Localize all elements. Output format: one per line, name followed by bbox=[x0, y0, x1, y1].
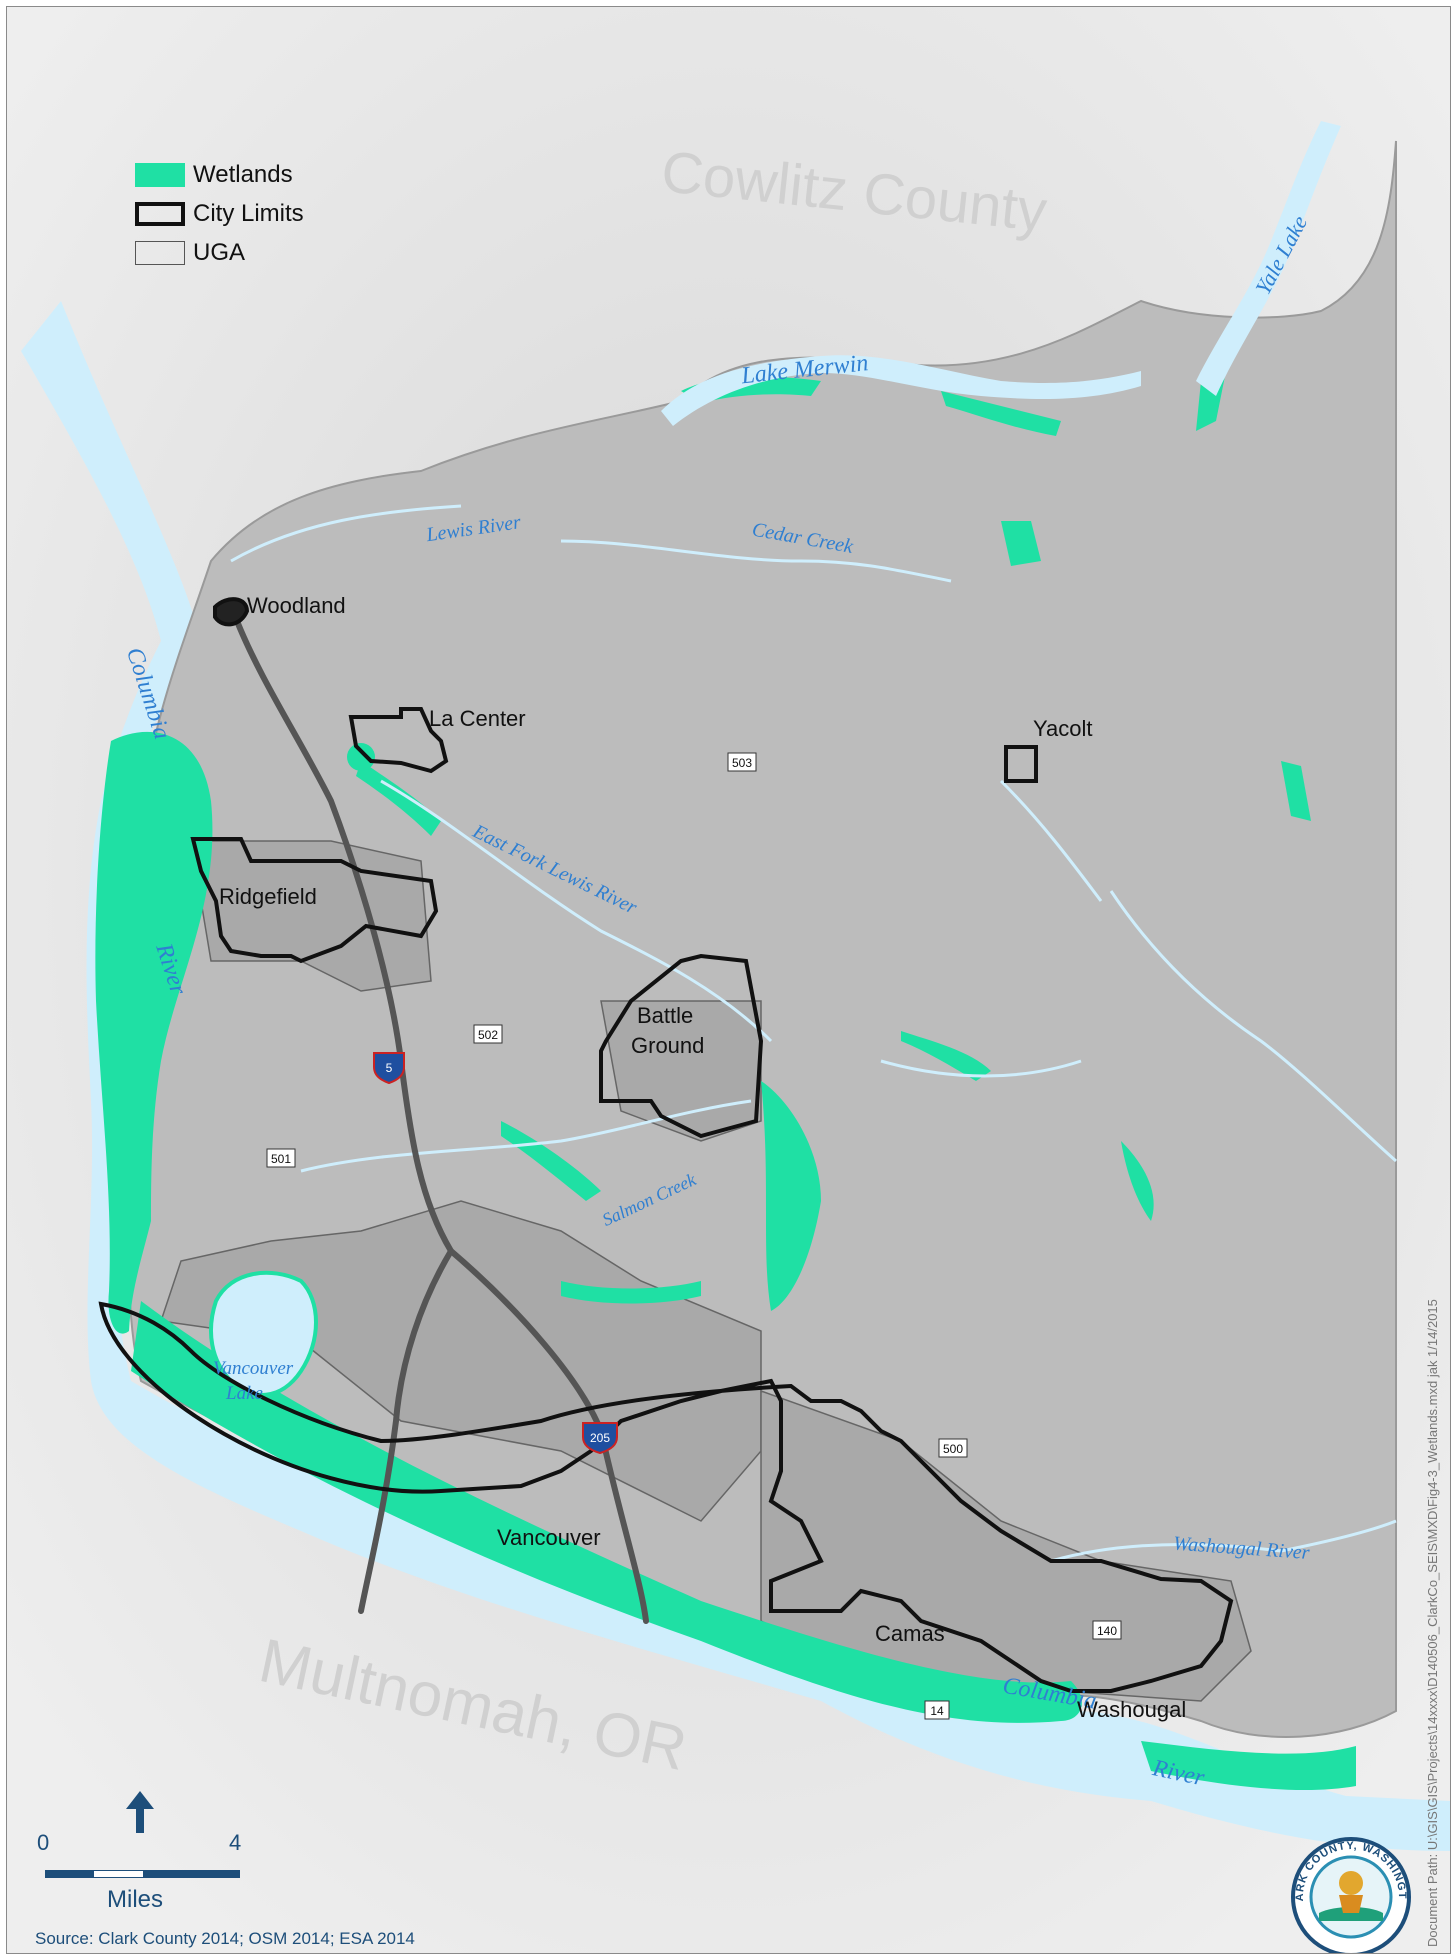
city-label-battle: Battle bbox=[637, 1003, 693, 1028]
legend-item-city-limits: City Limits bbox=[135, 194, 304, 233]
city-limits bbox=[98, 597, 1234, 1693]
scale-segment bbox=[190, 1871, 239, 1877]
city-label-ground: Ground bbox=[631, 1033, 704, 1058]
wetlands bbox=[95, 371, 1356, 1791]
scale-bar: 0 4 Miles bbox=[31, 1752, 251, 1913]
legend-item-uga: UGA bbox=[135, 233, 304, 272]
label-vancouver-lake-2: Lake bbox=[225, 1383, 263, 1404]
lake-merwin bbox=[661, 355, 1141, 426]
route-shield-500: 500 bbox=[938, 1438, 968, 1458]
route-shield-501: 501 bbox=[266, 1148, 296, 1168]
yale-lake bbox=[1196, 121, 1341, 396]
legend-label: Wetlands bbox=[193, 160, 293, 188]
city-label-washougal: Washougal bbox=[1077, 1697, 1186, 1722]
vancouver-lake bbox=[209, 1270, 318, 1397]
city-limits-swatch bbox=[135, 201, 185, 226]
city-label-vancouver: Vancouver bbox=[497, 1525, 601, 1550]
legend-label: UGA bbox=[193, 238, 246, 266]
city-label-camas: Camas bbox=[875, 1621, 945, 1646]
map-frame[interactable]: Cowlitz County Multnomah, OR Lake Merwin… bbox=[6, 6, 1451, 1954]
city-label-woodland: Woodland bbox=[247, 593, 346, 618]
svg-text:14: 14 bbox=[930, 1704, 944, 1718]
label-vancouver-lake-1: Vancouver bbox=[213, 1358, 294, 1379]
uga-swatch bbox=[135, 240, 185, 265]
city-label-la-center: La Center bbox=[429, 706, 526, 731]
scale-segment bbox=[46, 1871, 95, 1877]
route-shield-i205: 205 bbox=[582, 1422, 618, 1455]
legend-item-wetlands: Wetlands bbox=[135, 155, 304, 194]
svg-text:5: 5 bbox=[386, 1061, 393, 1075]
route-shield-502: 502 bbox=[473, 1024, 503, 1044]
svg-text:501: 501 bbox=[271, 1152, 291, 1166]
scale-segment bbox=[142, 1871, 191, 1877]
scale-label-four: 4 bbox=[229, 1830, 242, 1855]
svg-text:503: 503 bbox=[732, 756, 752, 770]
document-path: Document Path: U:\GIS\GIS\Projects\14xxx… bbox=[1425, 1299, 1440, 1947]
city-label-yacolt: Yacolt bbox=[1033, 716, 1093, 741]
city-label-ridgefield: Ridgefield bbox=[219, 884, 317, 909]
streams bbox=[230, 504, 1397, 1563]
scale-label-zero: 0 bbox=[37, 1830, 50, 1855]
county-seal-logo: CLARK COUNTY, WASHINGTON bbox=[1289, 1835, 1411, 1953]
route-shield-503: 503 bbox=[727, 752, 757, 772]
svg-text:500: 500 bbox=[943, 1442, 963, 1456]
scale-bar-graphic bbox=[45, 1870, 240, 1878]
scale-units: Miles bbox=[107, 1886, 164, 1913]
route-shield-14: 14 bbox=[924, 1700, 950, 1720]
svg-text:140: 140 bbox=[1097, 1624, 1117, 1638]
source-credit: Source: Clark County 2014; OSM 2014; ESA… bbox=[35, 1929, 415, 1948]
svg-text:502: 502 bbox=[478, 1028, 498, 1042]
map-canvas[interactable]: Cowlitz County Multnomah, OR Lake Merwin… bbox=[7, 7, 1450, 1953]
svg-text:205: 205 bbox=[590, 1431, 610, 1445]
north-arrow-icon bbox=[126, 1791, 154, 1833]
map-legend: Wetlands City Limits UGA bbox=[135, 155, 304, 272]
uga-areas bbox=[160, 840, 1252, 1702]
route-shield-i5: 5 bbox=[373, 1052, 405, 1085]
route-shield-140: 140 bbox=[1092, 1620, 1122, 1640]
legend-label: City Limits bbox=[193, 199, 304, 227]
wetlands-swatch bbox=[135, 162, 185, 187]
scale-segment bbox=[94, 1871, 143, 1877]
